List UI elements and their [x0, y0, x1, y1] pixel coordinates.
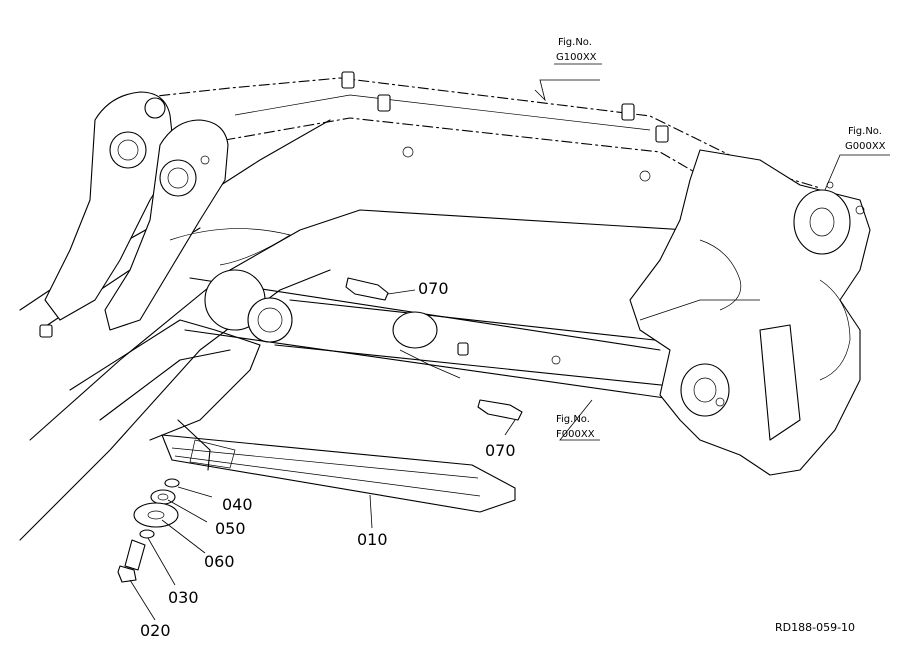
fig-g000-line2: G000XX [845, 141, 886, 152]
boom-foot-brackets [39, 91, 229, 338]
fig-f000-line2: F000XX [556, 429, 595, 440]
callout-020: 020 [140, 621, 171, 640]
swing-bracket [629, 149, 871, 476]
callout-010: 010 [357, 530, 388, 549]
fig-g000-line1: Fig.No. [848, 126, 882, 137]
callout-040: 040 [222, 495, 253, 514]
fig-g100-line2: G100XX [556, 52, 597, 63]
drawing-code: RD188-059-10 [775, 621, 855, 634]
callout-070-upper: 070 [418, 279, 449, 298]
callout-060: 060 [204, 552, 235, 571]
part-070-pads [345, 277, 523, 421]
callout-050: 050 [215, 519, 246, 538]
fig-g100-line1: Fig.No. [558, 37, 592, 48]
callout-070-lower: 070 [485, 441, 516, 460]
leader-lines [129, 79, 890, 621]
fastener-stack [117, 478, 180, 583]
fig-f000-line1: Fig.No. [556, 414, 590, 425]
callout-030: 030 [168, 588, 199, 607]
part-010-guard-plate [161, 419, 516, 513]
arm-cylinder [69, 228, 701, 441]
